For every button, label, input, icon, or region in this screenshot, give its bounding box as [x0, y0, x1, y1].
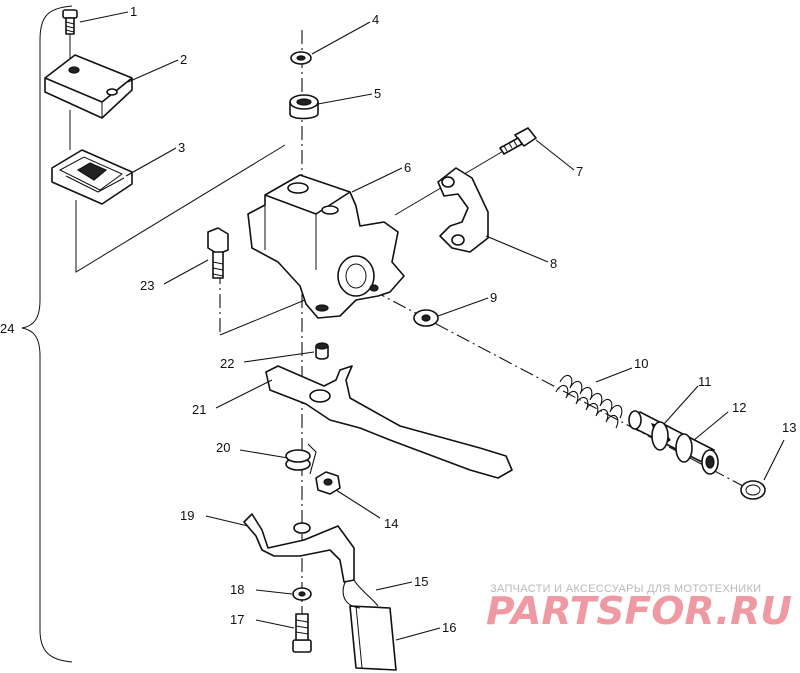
part-17-bolt: [292, 613, 312, 653]
part-label-23: 23: [140, 278, 154, 293]
part-9-washer: [413, 309, 439, 327]
watermark-tagline: ЗАПЧАСТИ И АКСЕССУАРЫ ДЛЯ МОТОТЕХНИКИ: [490, 583, 761, 595]
part-label-18: 18: [230, 582, 244, 597]
leader-1: [79, 11, 129, 23]
part-label-17: 17: [230, 612, 244, 627]
leader-20: [239, 449, 289, 459]
axis-bolt-link: [219, 299, 306, 336]
part-11-12-piston-assembly: [628, 410, 719, 475]
leader-4: [311, 21, 371, 55]
watermark-brand: PARTSFOR.RU: [486, 589, 792, 633]
leader-12: [693, 411, 729, 441]
part-label-15: 15: [414, 574, 428, 589]
part-3-diaphragm: [51, 149, 133, 205]
leader-2: [127, 59, 179, 83]
leader-14: [335, 489, 381, 519]
part-10-spring: [555, 374, 623, 429]
part-20-spring-clip: [285, 443, 317, 475]
part-13-o-ring: [740, 480, 766, 500]
leader-5: [317, 93, 373, 105]
part-label-19: 19: [180, 508, 194, 523]
part-label-2: 2: [180, 52, 187, 67]
part-label-3: 3: [178, 140, 185, 155]
part-label-5: 5: [374, 86, 381, 101]
part-label-16: 16: [442, 620, 456, 635]
part-label-22: 22: [220, 356, 234, 371]
leader-11: [663, 385, 699, 425]
leader-19: [205, 515, 249, 527]
part-5-boot: [289, 94, 319, 120]
part-21-brake-lever: [265, 365, 513, 479]
leader-17: [255, 619, 295, 629]
part-label-8: 8: [550, 256, 557, 271]
axis-cover-link: [69, 110, 286, 273]
part-label-21: 21: [192, 402, 206, 417]
part-23-pivot-bolt: [207, 227, 229, 279]
assembly-brace: [21, 5, 73, 663]
part-7-clamp-bolt: [499, 127, 537, 155]
leader-7: [535, 139, 575, 171]
part-18-washer: [292, 587, 312, 601]
part-label-11: 11: [698, 374, 712, 389]
part-6-master-cylinder-body: [247, 174, 405, 319]
leader-18: [255, 589, 293, 595]
part-1-screw: [62, 9, 78, 35]
part-label-10: 10: [634, 356, 648, 371]
axis-piston: [371, 289, 761, 496]
leader-21: [215, 379, 273, 409]
part-label-9: 9: [490, 290, 497, 305]
leader-9: [437, 297, 489, 317]
leader-8: [485, 235, 549, 263]
part-label-14: 14: [384, 516, 398, 531]
leader-15: [375, 581, 413, 591]
part-16-warning-tag: [349, 605, 397, 671]
leader-23: [163, 259, 209, 285]
part-2-reservoir-cover: [44, 54, 133, 119]
part-label-12: 12: [732, 400, 746, 415]
part-8-handlebar-clamp: [437, 167, 489, 253]
part-19-bracket: [243, 513, 355, 583]
part-22-bushing: [315, 342, 329, 360]
leader-13: [763, 439, 785, 481]
leader-6: [351, 167, 403, 193]
leader-22: [243, 351, 315, 363]
leader-16: [395, 627, 441, 641]
part-label-4: 4: [372, 12, 379, 27]
part-14-nut: [315, 471, 341, 495]
part-label-20: 20: [216, 440, 230, 455]
part-label-1: 1: [130, 4, 137, 19]
part-label-6: 6: [404, 160, 411, 175]
part-label-13: 13: [782, 420, 796, 435]
part-4-washer: [290, 51, 312, 65]
leader-3: [125, 147, 177, 177]
part-label-7: 7: [576, 164, 583, 179]
leader-10: [595, 367, 633, 383]
part-label-24: 24: [0, 321, 14, 336]
